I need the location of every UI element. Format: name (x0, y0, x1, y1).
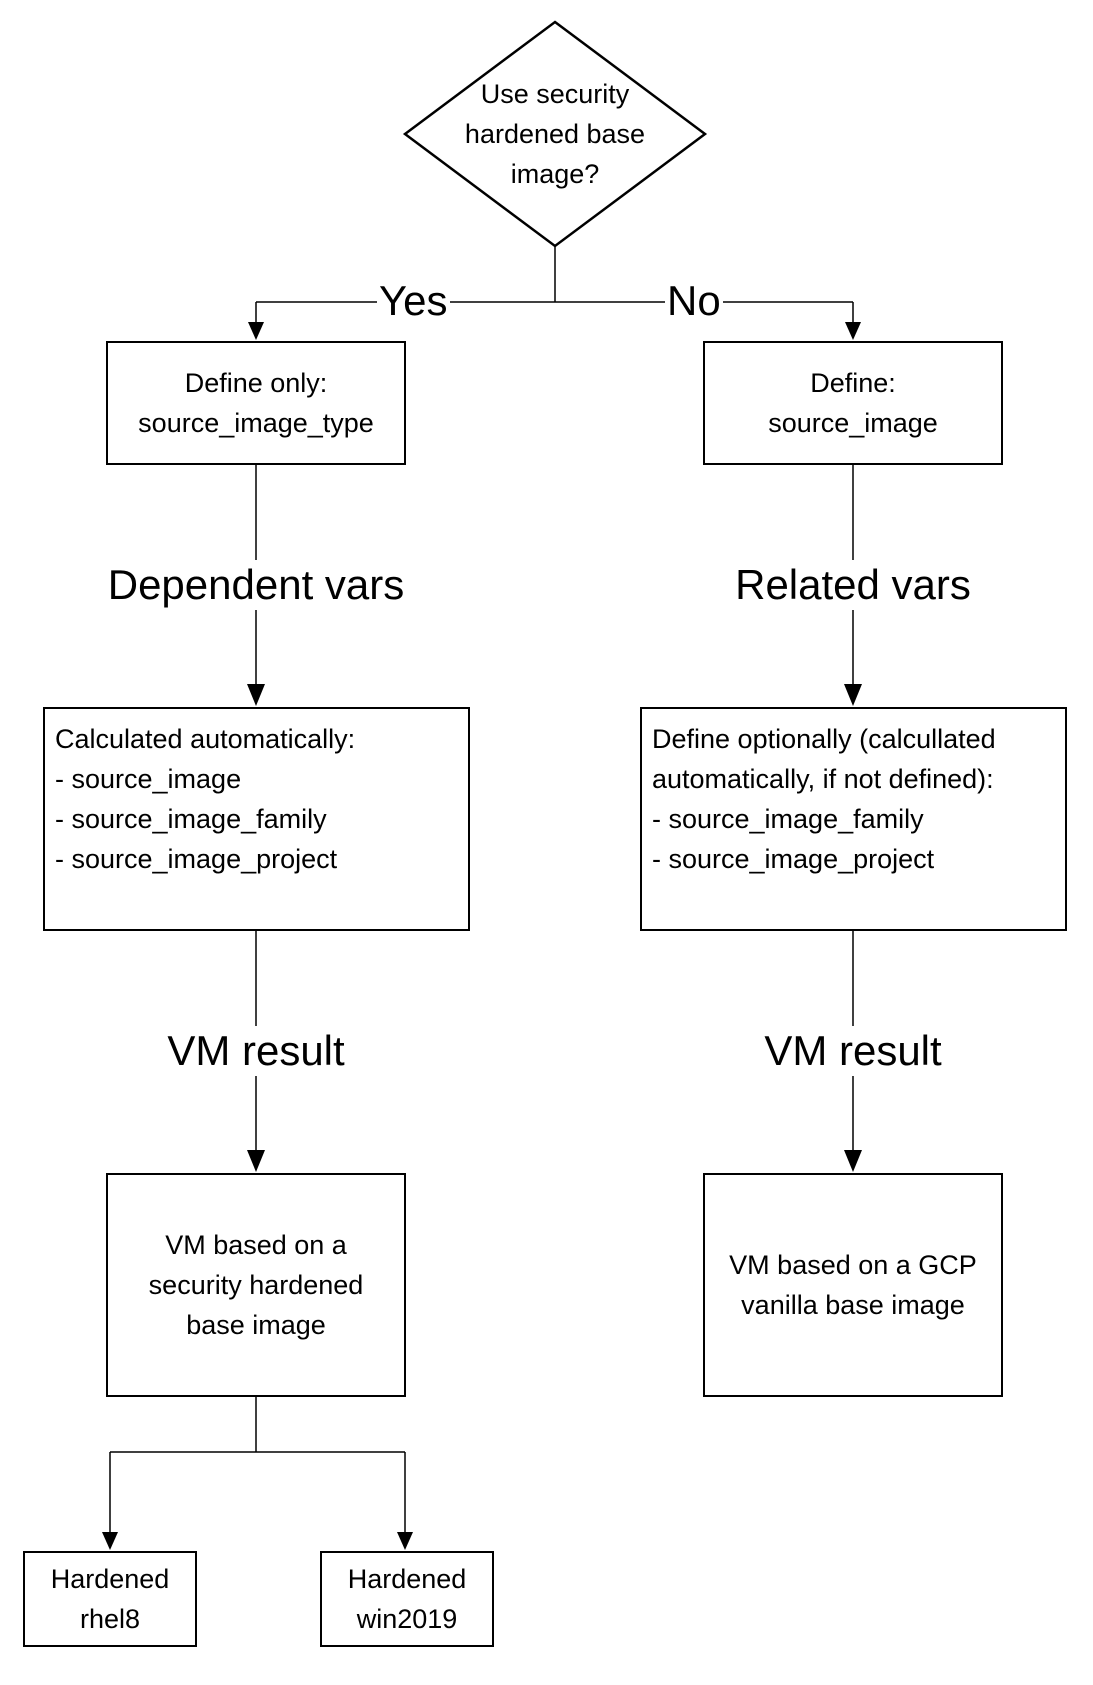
vm-vanilla-result-box: VM based on a GCP vanilla base image (703, 1173, 1003, 1397)
hardened-rhel8-box: Hardened rhel8 (23, 1551, 197, 1647)
define-source-image-box: Define: source_image (703, 341, 1003, 465)
vm-hardened-result-box: VM based on a security hardened base ima… (106, 1173, 406, 1397)
decision-line: Use security (480, 79, 630, 109)
box-line: - source_image_project (652, 844, 935, 874)
box-line: VM based on a GCP (729, 1250, 977, 1280)
yes-label: Yes (377, 276, 450, 326)
arrowhead-no (845, 322, 861, 340)
calculated-automatically-box: Calculated automatically: - source_image… (43, 707, 470, 931)
box-line: Define: (810, 368, 896, 398)
arrowhead-left-calc (247, 684, 265, 706)
box-line: - source_image_family (55, 804, 327, 834)
box-line: rhel8 (79, 1604, 141, 1634)
box-line: source_image_type (138, 408, 374, 438)
arrowhead-right-calc (844, 684, 862, 706)
vm-result-label-left: VM result (167, 1026, 345, 1076)
hardened-win2019-box: Hardened win2019 (320, 1551, 494, 1647)
arrowhead-win2019 (397, 1532, 413, 1550)
decision-line: image? (510, 159, 600, 189)
box-line: source_image (768, 408, 938, 438)
box-line: base image (186, 1310, 326, 1340)
box-line: Define only: (184, 368, 328, 398)
define-source-image-type-box: Define only: source_image_type (106, 341, 406, 465)
box-line: automatically, if not defined): (652, 764, 994, 794)
arrowhead-left-result (247, 1150, 265, 1172)
box-line: win2019 (356, 1604, 458, 1634)
related-vars-label: Related vars (735, 560, 971, 610)
box-line: Hardened (347, 1564, 467, 1594)
no-label: No (665, 276, 723, 326)
decision-text: Use security hardened base image? (445, 74, 665, 194)
arrowhead-rhel8 (102, 1532, 118, 1550)
box-line: VM based on a (165, 1230, 347, 1260)
dependent-vars-label: Dependent vars (107, 560, 405, 610)
define-optionally-box: Define optionally (calcullated automatic… (640, 707, 1067, 931)
box-line: Calculated automatically: (55, 724, 356, 754)
box-line: Hardened (50, 1564, 170, 1594)
box-line: security hardened (148, 1270, 364, 1300)
box-line: - source_image (55, 764, 242, 794)
arrowhead-yes (248, 322, 264, 340)
decision-line: hardened base (464, 119, 646, 149)
box-line: vanilla base image (741, 1290, 965, 1320)
box-line: Define optionally (calcullated (652, 724, 996, 754)
arrowhead-right-result (844, 1150, 862, 1172)
box-line: - source_image_project (55, 844, 338, 874)
vm-result-label-right: VM result (764, 1026, 942, 1076)
box-line: - source_image_family (652, 804, 924, 834)
